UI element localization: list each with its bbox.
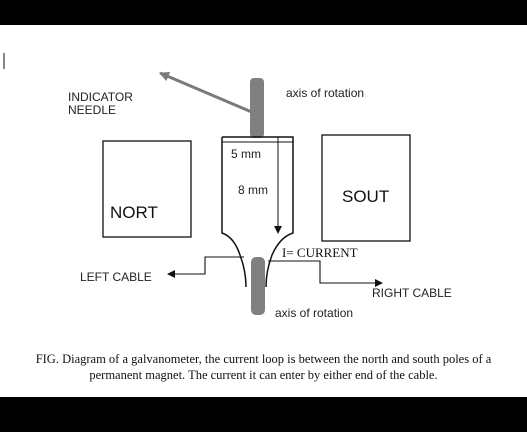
south-pole-box (321, 134, 411, 242)
indicator-needle-label-1: INDICATOR (68, 90, 133, 104)
figure-page: INDICATOR NEEDLE axis of rotation 5 mm 8… (0, 25, 527, 397)
dim-width-label: 5 mm (231, 147, 261, 161)
north-pole-box (102, 140, 192, 238)
caption-line-1: FIG. Diagram of a galvanometer, the curr… (35, 352, 492, 366)
axis-shaft-bottom (251, 257, 265, 315)
current-loop (221, 136, 294, 288)
indicator-needle-label-2: NEEDLE (68, 103, 116, 117)
left-cable-label: LEFT CABLE (80, 270, 152, 284)
axis-shaft-top (250, 78, 264, 138)
current-label: I= CURRENT (282, 245, 358, 260)
galvanometer-diagram: INDICATOR NEEDLE axis of rotation 5 mm 8… (3, 53, 452, 320)
figure-caption: FIG. Diagram of a galvanometer, the curr… (0, 351, 527, 383)
right-cable-wire (268, 260, 383, 287)
axis-rotation-top-label: axis of rotation (286, 86, 364, 100)
axis-rotation-bottom-label: axis of rotation (275, 306, 353, 320)
south-pole-label: SOUT (342, 187, 389, 206)
dim-height-label: 8 mm (238, 183, 268, 197)
north-pole-label: NORT (110, 203, 158, 222)
right-cable-label: RIGHT CABLE (372, 286, 452, 300)
left-cable-wire (167, 256, 244, 278)
indicator-needle (159, 71, 255, 115)
caption-line-2: permanent magnet. The current it can ent… (89, 368, 438, 382)
